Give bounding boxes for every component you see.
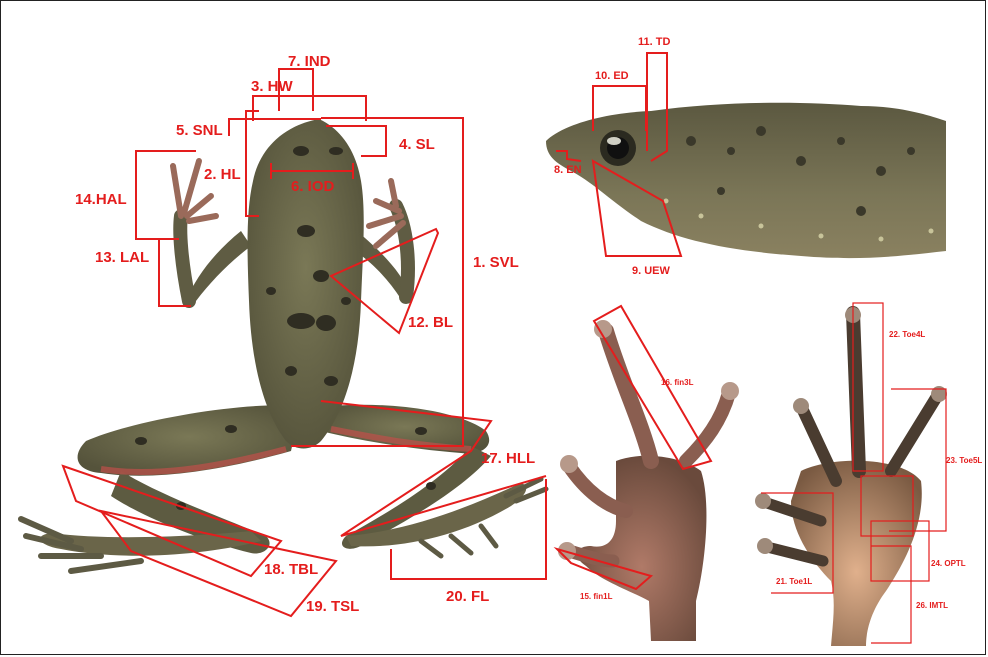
label-fin3l: 16. fin3L <box>661 378 694 387</box>
label-fl: 20. FL <box>446 588 489 605</box>
frog-lateral-head-photo <box>546 103 946 258</box>
label-tsl: 19. TSL <box>306 598 359 615</box>
label-fin1l: 15. fin1L <box>580 592 613 601</box>
label-hw: 3. HW <box>251 78 294 95</box>
label-toe1l: 21. Toe1L <box>776 577 812 586</box>
label-svl: 1. SVL <box>473 254 519 271</box>
label-toe4l: 22. Toe4L <box>889 330 925 339</box>
label-ind: 7. IND <box>288 53 331 70</box>
label-sl: 4. SL <box>399 136 435 153</box>
label-snl: 5. SNL <box>176 122 223 139</box>
label-hal: 14.HAL <box>75 191 127 208</box>
frog-dorsal-photo <box>21 119 546 571</box>
label-lal: 13. LAL <box>95 249 149 266</box>
label-toe5l: 23. Toe5L <box>946 456 982 465</box>
label-en: 8. EN <box>554 164 582 176</box>
frog-foot-photo <box>755 307 947 646</box>
label-imtl: 26. IMTL <box>916 601 948 610</box>
label-uew: 9. UEW <box>632 265 671 277</box>
label-hl: 2. HL <box>204 166 241 183</box>
label-optl: 24. OPTL <box>931 559 966 568</box>
label-tbl: 18. TBL <box>264 561 318 578</box>
label-ed: 10. ED <box>595 70 629 82</box>
label-hll: 17. HLL <box>481 450 535 467</box>
label-bl: 12. BL <box>408 314 453 331</box>
label-td: 11. TD <box>638 36 670 48</box>
label-iod: 6. IOD <box>291 178 335 195</box>
